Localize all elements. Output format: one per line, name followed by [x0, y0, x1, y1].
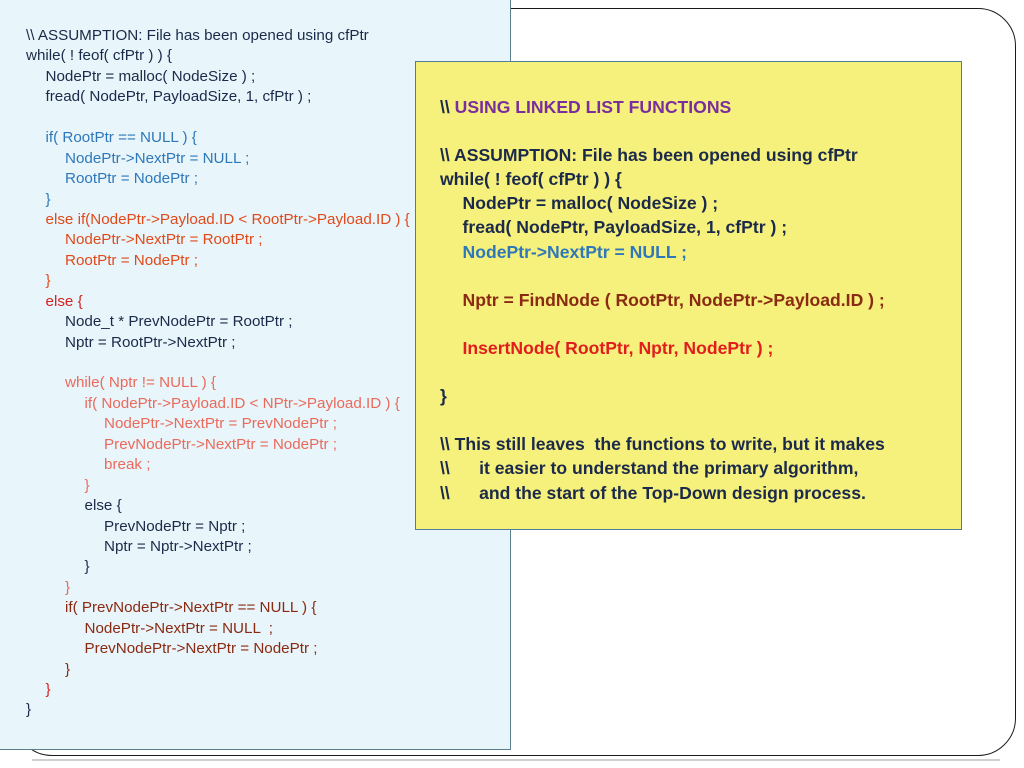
callout-line: \\ and the start of the Top-Down design … — [440, 481, 885, 505]
callout-segment: NodePtr->NextPtr = NULL ; — [462, 241, 688, 262]
callout-segment: \\ and the start of the Top-Down design … — [440, 482, 866, 503]
code-line: Nptr = RootPtr->NextPtr ; — [65, 333, 236, 351]
callout-segment: while( ! feof( cfPtr ) ) { — [440, 169, 622, 190]
code-line: NodePtr->NextPtr = RootPtr ; — [65, 231, 263, 249]
code-line: } — [65, 660, 71, 678]
code-line: } — [45, 681, 51, 698]
callout-line: NodePtr = malloc( NodeSize ) ; — [440, 191, 885, 215]
code-line: } — [45, 190, 51, 208]
callout-segment: USING LINKED LIST FUNCTIONS — [454, 97, 732, 117]
code-line: } — [84, 476, 90, 494]
code-line: NodePtr = malloc( NodeSize ) ; — [45, 67, 256, 85]
code-line: else { — [84, 497, 122, 515]
callout-line: \\ ASSUMPTION: File has been opened usin… — [440, 143, 885, 167]
code-line: NodePtr->NextPtr = NULL ; — [65, 149, 250, 167]
callout-segment: NodePtr = malloc( NodeSize ) ; — [462, 193, 719, 214]
code-line: RootPtr = NodePtr ; — [65, 170, 198, 188]
code-line: Node_t * PrevNodePtr = RootPtr ; — [65, 313, 293, 331]
callout-line — [440, 360, 885, 384]
code-line: if( RootPtr == NULL ) { — [45, 129, 197, 147]
code-line: } — [45, 272, 51, 290]
code-listing: \\ ASSUMPTION: File has been opened usin… — [26, 26, 410, 721]
code-line: else { — [45, 292, 83, 310]
callout-line — [440, 408, 885, 432]
code-line: while( Nptr != NULL ) { — [65, 374, 216, 392]
callout-line: InsertNode( RootPtr, Nptr, NodePtr ) ; — [440, 336, 885, 360]
callout-line — [440, 119, 885, 143]
code-line: } — [65, 578, 71, 596]
callout-line: while( ! feof( cfPtr ) ) { — [440, 167, 885, 191]
callout-segment: } — [440, 386, 447, 407]
code-line: } — [26, 701, 32, 719]
callout-line: \\ This still leaves the functions to wr… — [440, 432, 885, 456]
code-line: \\ ASSUMPTION: File has been opened usin… — [26, 27, 369, 44]
code-line — [26, 108, 410, 128]
callout-box: \\ USING LINKED LIST FUNCTIONS \\ ASSUMPT… — [415, 61, 962, 530]
code-line: PrevNodePtr->NextPtr = NodePtr ; — [84, 640, 318, 658]
callout-line: NodePtr->NextPtr = NULL ; — [440, 240, 885, 264]
code-line: else if(NodePtr->Payload.ID < RootPtr->P… — [45, 210, 410, 228]
callout-line — [440, 312, 885, 336]
code-line: while( ! feof( cfPtr ) ) { — [26, 47, 173, 65]
code-line: PrevNodePtr = Nptr ; — [104, 517, 246, 535]
code-line: RootPtr = NodePtr ; — [65, 251, 198, 269]
callout-segment: InsertNode( RootPtr, Nptr, NodePtr ) ; — [462, 337, 774, 358]
callout-line: Nptr = FindNode ( RootPtr, NodePtr->Payl… — [440, 288, 885, 312]
code-line: break ; — [104, 456, 151, 474]
slide-shadow — [32, 759, 1000, 761]
callout-line — [440, 264, 885, 288]
callout-text: \\ USING LINKED LIST FUNCTIONS \\ ASSUMPT… — [440, 95, 885, 505]
callout-segment: \\ This still leaves the functions to wr… — [440, 434, 885, 455]
code-line: Nptr = Nptr->NextPtr ; — [104, 537, 252, 555]
callout-segment: \\ — [440, 97, 455, 117]
code-line: fread( NodePtr, PayloadSize, 1, cfPtr ) … — [45, 88, 312, 106]
code-line: if( NodePtr->Payload.ID < NPtr->Payload.… — [84, 394, 400, 412]
callout-line: } — [440, 384, 885, 408]
code-line — [26, 353, 410, 373]
callout-line: fread( NodePtr, PayloadSize, 1, cfPtr ) … — [440, 215, 885, 239]
code-line: NodePtr->NextPtr = PrevNodePtr ; — [104, 415, 337, 433]
code-line: PrevNodePtr->NextPtr = NodePtr ; — [104, 435, 337, 453]
callout-line: \\ it easier to understand the primary a… — [440, 456, 885, 480]
code-line: if( PrevNodePtr->NextPtr == NULL ) { — [65, 599, 317, 617]
callout-segment: \\ ASSUMPTION: File has been opened usin… — [440, 145, 858, 166]
callout-segment: Nptr = FindNode ( RootPtr, NodePtr->Payl… — [462, 289, 885, 310]
callout-line: \\ USING LINKED LIST FUNCTIONS — [440, 95, 885, 119]
callout-segment: fread( NodePtr, PayloadSize, 1, cfPtr ) … — [462, 217, 788, 238]
code-line: } — [84, 558, 90, 576]
callout-segment: \\ it easier to understand the primary a… — [440, 458, 859, 479]
code-line: NodePtr->NextPtr = NULL ; — [84, 619, 274, 637]
